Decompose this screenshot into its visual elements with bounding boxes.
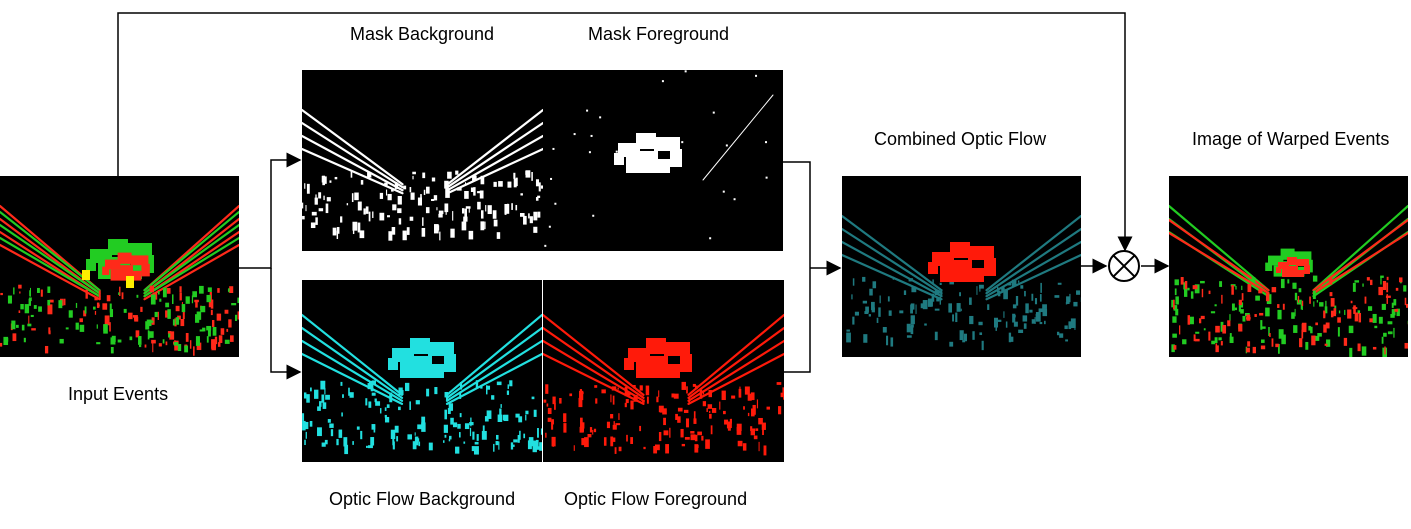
optic-flow-foreground-image [543, 280, 784, 462]
mask-background-image [302, 70, 543, 251]
optic-flow-background-image [302, 280, 542, 462]
circled-multiplication-icon [1108, 250, 1140, 282]
mask-foreground-label: Mask Foreground [588, 24, 730, 44]
image-of-warped-events-label: Image of Warped Events [1192, 129, 1390, 149]
combined-optic-flow-label: Combined Optic Flow [874, 129, 1047, 149]
combined-optic-flow-image [842, 176, 1081, 357]
skip-connection-line [117, 12, 1133, 252]
optic-flow-foreground-label: Optic Flow Foreground [564, 489, 748, 509]
input-events-label: Input Events [68, 384, 169, 404]
input-events-image [0, 176, 239, 357]
mask-background-label: Mask Background [350, 24, 495, 44]
flow-to-merge-line [783, 268, 811, 373]
mask-to-merge-line [783, 161, 811, 268]
input-to-split-line [239, 152, 302, 269]
split-to-flow-line [270, 268, 302, 380]
mask-foreground-image [543, 70, 783, 251]
warped-events-image [1169, 176, 1408, 357]
optic-flow-background-label: Optic Flow Background [329, 489, 516, 509]
